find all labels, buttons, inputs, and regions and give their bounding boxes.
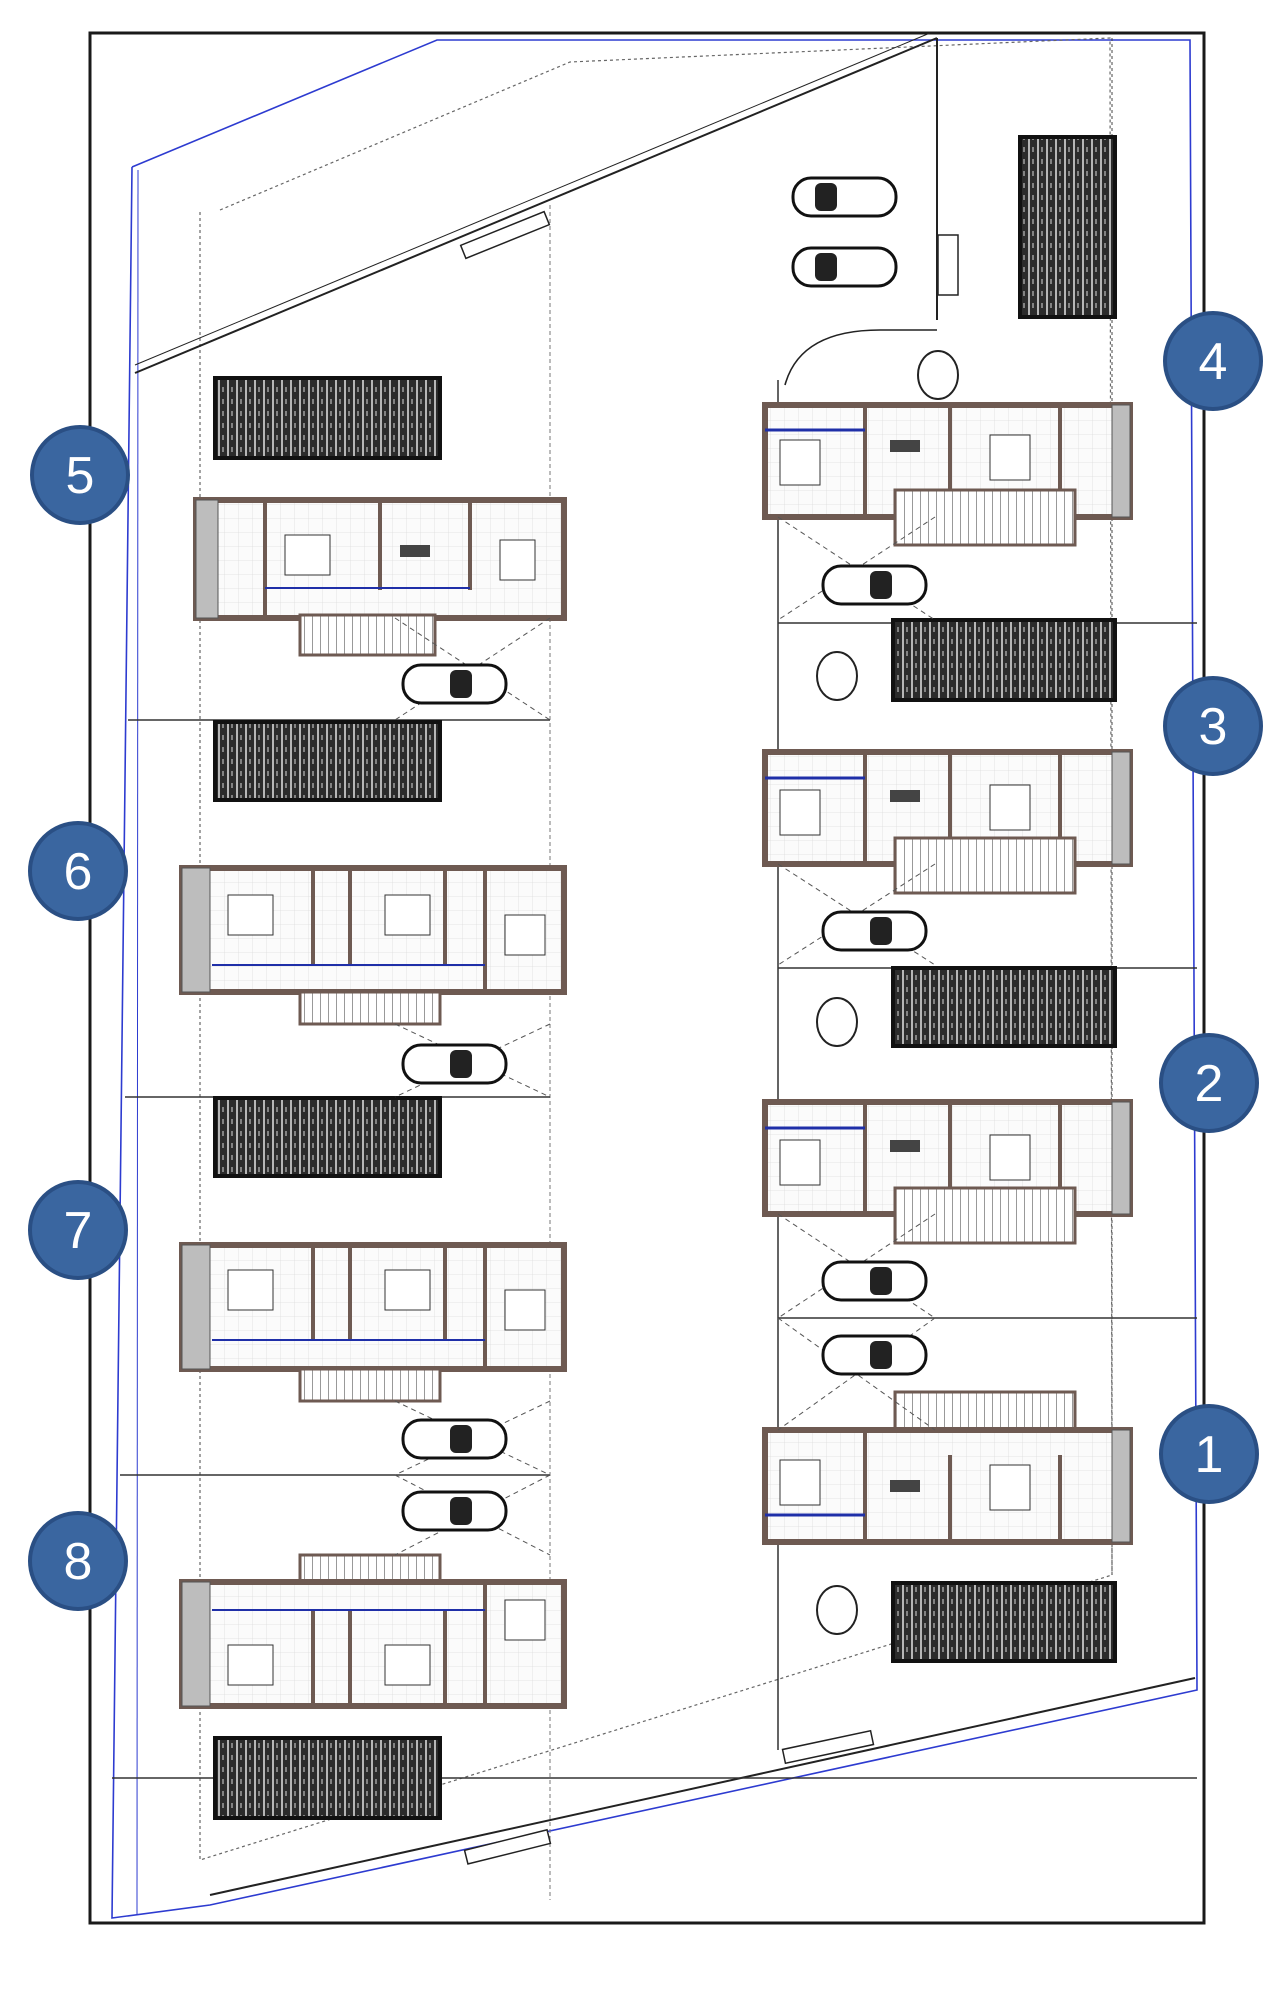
unit-marker-2-label: 2 <box>1195 1055 1224 1113</box>
pool-hatched <box>213 720 442 802</box>
unit-marker-5-label: 5 <box>66 447 95 505</box>
road-edge <box>209 1677 1196 1896</box>
property-boundary-inner <box>136 169 139 1916</box>
pool-hatched <box>213 1096 442 1178</box>
unit-marker-7-label: 7 <box>64 1202 93 1260</box>
pool-hatched <box>891 1581 1117 1663</box>
road-edge <box>134 32 931 366</box>
house-unit-4-plan <box>762 402 1133 547</box>
property-boundary <box>111 39 1198 1919</box>
house-unit-2-plan <box>762 1099 1133 1245</box>
driveway-curve <box>784 329 937 386</box>
pool-hatched <box>213 376 442 460</box>
pool-hatched <box>1018 135 1117 319</box>
house-unit-6-plan <box>179 865 567 1026</box>
unit-marker-4: 4 <box>1163 311 1263 411</box>
unit-marker-6-label: 6 <box>64 843 93 901</box>
road-edge <box>134 37 938 374</box>
unit-marker-5: 5 <box>30 425 130 525</box>
unit-marker-3-label: 3 <box>1199 698 1228 756</box>
house-unit-7-plan <box>179 1242 567 1403</box>
house-unit-3-plan <box>762 749 1133 895</box>
pool-hatched <box>213 1736 442 1820</box>
house-unit-1-plan <box>762 1390 1133 1545</box>
unit-marker-1: 1 <box>1159 1404 1259 1504</box>
entry-gates <box>459 210 959 1865</box>
unit-marker-2: 2 <box>1159 1033 1259 1133</box>
pool-hatched <box>891 618 1117 702</box>
pool-hatched <box>891 966 1117 1048</box>
car-windows <box>450 183 892 1525</box>
unit-marker-7: 7 <box>28 1180 128 1280</box>
unit-marker-4-label: 4 <box>1199 333 1228 391</box>
unit-marker-1-label: 1 <box>1195 1426 1224 1484</box>
unit-marker-6: 6 <box>28 821 128 921</box>
unit-marker-8: 8 <box>28 1511 128 1611</box>
unit-marker-8-label: 8 <box>64 1533 93 1591</box>
house-unit-5-plan <box>193 497 567 657</box>
unit-marker-3: 3 <box>1163 676 1263 776</box>
house-unit-8-plan <box>179 1553 567 1709</box>
dining-table-symbols <box>816 350 959 1635</box>
